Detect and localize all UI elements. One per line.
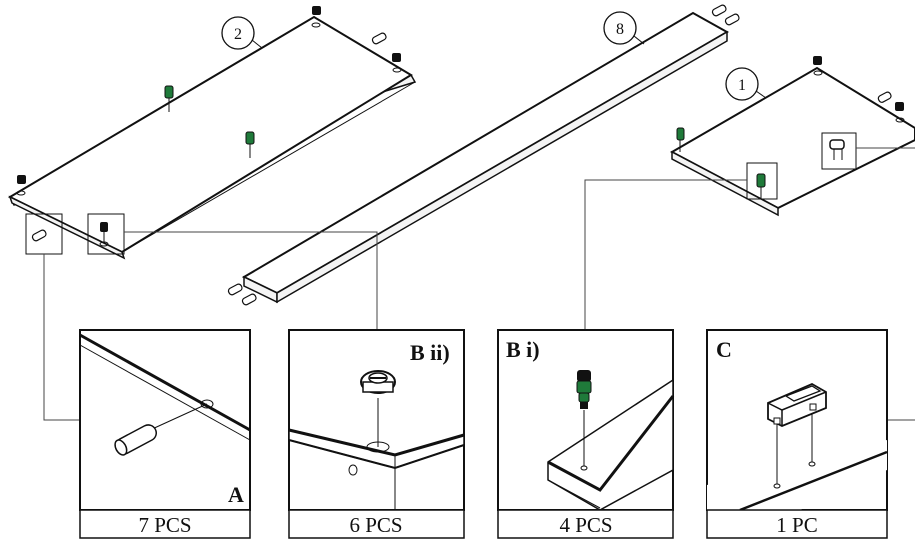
- cam-bolt-icon: [756, 173, 766, 198]
- detail-label-c: C: [716, 337, 732, 362]
- cam-bolt-icon: [576, 370, 592, 409]
- cam-bolt-icon: [245, 131, 255, 158]
- callout-box-cam-nut: [87, 213, 125, 255]
- detail-panel-b-ii: B ii) 6 PCS: [288, 329, 465, 539]
- shelf-support-clip-icon: [829, 139, 845, 160]
- wooden-dowel-icon: [724, 13, 740, 26]
- callout-box-cam-bolt: [746, 162, 778, 200]
- detail-label-b-i: B i): [506, 337, 540, 362]
- leader-lines: [43, 147, 915, 421]
- wooden-dowel-icon: [31, 229, 47, 242]
- cam-lock-nut-icon: [16, 175, 26, 196]
- part-number-bubble-2: 2: [221, 16, 263, 50]
- cam-bolt-icon: [164, 85, 174, 112]
- wooden-dowel-icon: [227, 283, 243, 296]
- cam-lock-nut-icon: [392, 53, 402, 73]
- wooden-dowel-icon: [711, 4, 727, 17]
- wooden-dowel-icon: [241, 293, 257, 306]
- cam-lock-nut-icon: [360, 370, 396, 394]
- detail-label-b-ii: B ii): [410, 340, 450, 365]
- part-number-2: 2: [234, 26, 242, 43]
- detail-panel-a: A 7 PCS: [79, 329, 251, 539]
- cam-bolt-icon: [676, 127, 685, 152]
- wooden-dowel-icon: [371, 32, 387, 45]
- quantity-c: 1 PC: [776, 513, 817, 537]
- board-part-2: [7, 6, 417, 260]
- board-part-1: [669, 56, 915, 217]
- cam-lock-nut-icon: [99, 222, 109, 247]
- shelf-support-clip-icon: [767, 382, 827, 427]
- part-number-bubble-8: 8: [603, 11, 645, 45]
- detail-label-a: A: [228, 482, 244, 507]
- board-part-8: [227, 4, 740, 306]
- quantity-a: 7 PCS: [138, 513, 191, 537]
- wooden-dowel-icon: [877, 91, 892, 103]
- part-number-bubble-1: 1: [725, 67, 767, 101]
- part-number-8: 8: [616, 21, 624, 38]
- detail-panel-b-i: B i) 4 PCS: [497, 329, 675, 539]
- part-number-1: 1: [738, 77, 746, 94]
- wooden-dowel-icon: [114, 424, 157, 456]
- cam-lock-nut-icon: [813, 56, 823, 76]
- cam-lock-nut-icon: [895, 102, 905, 123]
- detail-panel-c: C 1 PC: [706, 329, 888, 539]
- callout-box-clip: [821, 132, 857, 170]
- quantity-b-i: 4 PCS: [559, 513, 612, 537]
- cam-lock-nut-icon: [311, 6, 321, 28]
- quantity-b-ii: 6 PCS: [349, 513, 402, 537]
